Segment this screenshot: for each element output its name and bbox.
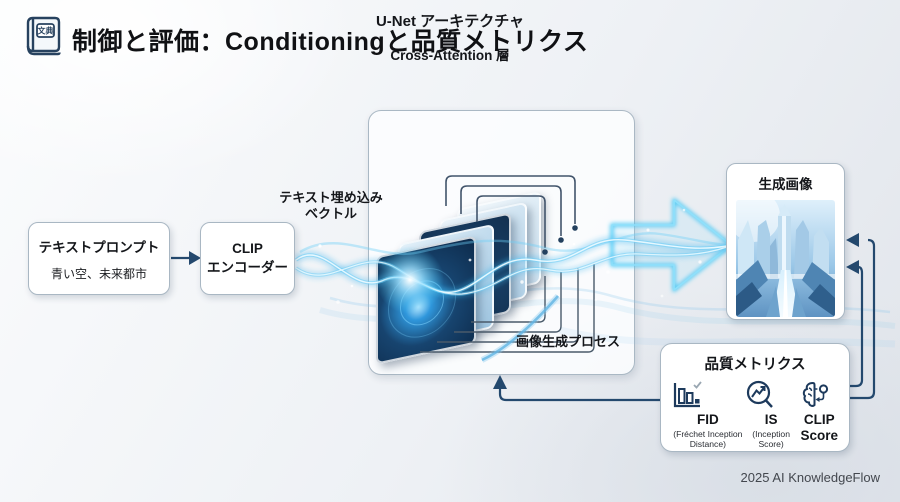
arrow-metrics-to-image-outer (846, 233, 876, 400)
arrow-metrics-to-image-inner (846, 260, 864, 388)
generated-image-box: 生成画像 (726, 163, 845, 320)
footer-credit: 2025 AI KnowledgeFlow (740, 470, 880, 485)
process-swoosh-glow (480, 294, 561, 363)
clip-encoder-box: CLIP エンコーダー (200, 222, 295, 295)
clip-box-line1: CLIP (232, 241, 263, 256)
arrow-metrics-to-unet (493, 375, 662, 402)
page-title: 制御と評価：Conditioningと品質メトリクス (72, 28, 589, 56)
bar-chart-check-icon (673, 381, 702, 408)
arrow-prompt-to-clip (171, 251, 201, 265)
process-swoosh (481, 295, 559, 362)
text-prompt-example: 青い空、未来都市 (50, 267, 147, 281)
unet-title: U-Net アーキテクチャ (375, 13, 525, 30)
book-badge-text: 文典 (38, 26, 54, 36)
trend-chart-icon (746, 380, 773, 408)
metric-clip-score: CLIP Score (798, 380, 841, 450)
text-prompt-title: テキストプロンプト (38, 240, 160, 255)
embedding-vector-label: テキスト埋め込み ベクトル (279, 190, 383, 222)
book-icon: 文典 (26, 16, 61, 56)
cross-attention-dots (542, 225, 578, 255)
cross-attention-lines (445, 175, 576, 248)
metric-is: IS (Inception Score) (745, 380, 798, 450)
text-prompt-box: テキストプロンプト 青い空、未来都市 (28, 222, 170, 295)
metric-fid: FID (Fréchet Inception Distance) (671, 380, 745, 450)
image-generation-process-label: 画像生成プロセス (515, 334, 620, 349)
generated-image-title: 生成画像 (758, 177, 813, 192)
clip-box-line2: エンコーダー (207, 259, 288, 275)
cross-attention-label: Cross-Attention 層 (390, 48, 510, 63)
quality-metrics-title: 品質メトリクス (704, 357, 806, 373)
brain-network-icon (802, 381, 828, 407)
quality-metrics-box: 品質メトリクス FID (Fréchet Inception Distance) (660, 343, 850, 452)
process-lines (420, 264, 595, 353)
generated-city-image (736, 200, 835, 317)
